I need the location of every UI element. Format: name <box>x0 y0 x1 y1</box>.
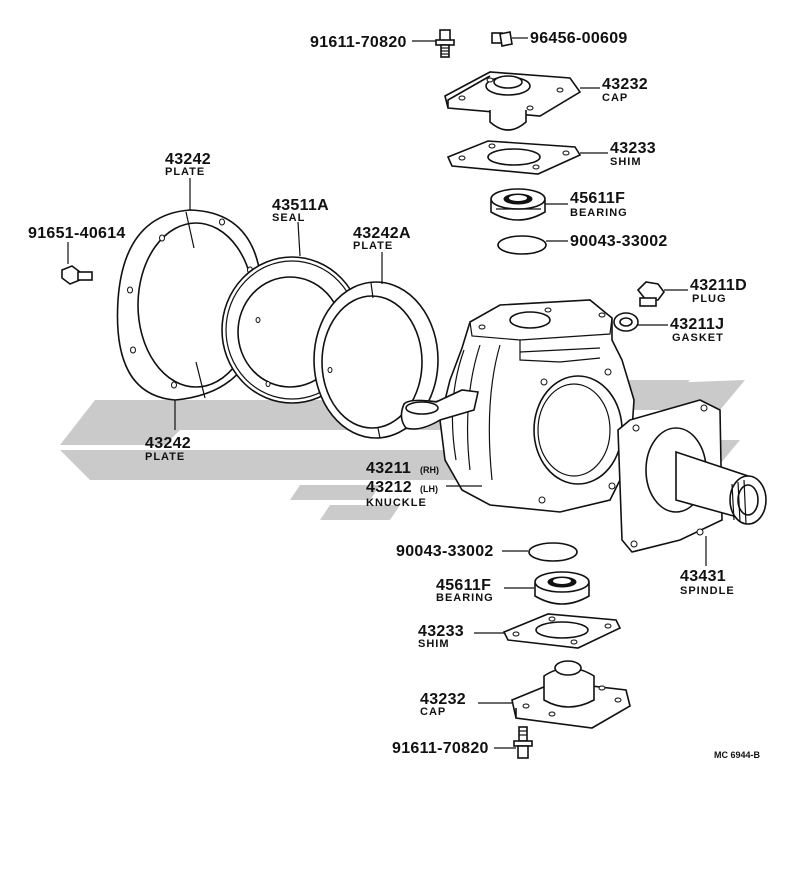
plate-bottom-part: 43242 <box>145 435 191 452</box>
plate-a-name: PLATE <box>353 240 393 252</box>
bolt-left <box>61 242 93 285</box>
gasket <box>613 312 668 332</box>
diagram-reference: MC 6944-B <box>714 750 761 760</box>
cap-bottom-part: 43232 <box>420 691 466 708</box>
seal-name: SEAL <box>272 212 305 224</box>
plate-a-part: 43242A <box>353 225 411 242</box>
ring-bottom <box>502 542 578 562</box>
bolt-top <box>412 29 455 58</box>
shim-bottom-name: SHIM <box>418 638 450 650</box>
plate-top-part: 43242 <box>165 151 211 168</box>
seal-part: 43511A <box>272 197 329 214</box>
shim-bottom <box>474 613 622 649</box>
knuckle <box>400 299 635 513</box>
gasket-part: 43211J <box>670 316 724 333</box>
spindle-name: SPINDLE <box>680 585 735 597</box>
cap-top-part: 43232 <box>602 76 648 93</box>
shim-top-name: SHIM <box>610 156 642 168</box>
cap-top <box>444 71 600 131</box>
gasket-name: GASKET <box>672 332 724 344</box>
bearing-bottom <box>504 571 590 605</box>
shim-top-part: 43233 <box>610 140 656 157</box>
shim-top <box>446 140 608 175</box>
shim-bottom-part: 43233 <box>418 623 464 640</box>
knuckle-part-rh: 43211 <box>366 460 411 477</box>
ring-top <box>497 235 568 255</box>
cap-bottom-name: CAP <box>420 706 446 718</box>
cap-bottom <box>478 660 631 729</box>
plug-part: 43211D <box>690 277 747 294</box>
spindle-part: 43431 <box>680 568 726 585</box>
plate-a <box>313 252 439 439</box>
bolt-bottom <box>494 726 533 759</box>
knuckle-part-lh: 43212 <box>366 479 412 496</box>
bearing-top <box>490 188 568 221</box>
plug-name: PLUG <box>692 293 727 305</box>
bearing-top-name: BEARING <box>570 207 628 219</box>
plate-bottom-name: PLATE <box>145 451 185 463</box>
bolt-left-label: 91651-40614 <box>28 225 126 242</box>
knuckle-suffix-lh: (LH) <box>420 484 438 494</box>
knuckle-suffix-rh: (RH) <box>420 465 439 475</box>
ring-bottom-label: 90043-33002 <box>396 543 494 560</box>
plate-top-name: PLATE <box>165 166 205 178</box>
bearing-top-part: 45611F <box>570 190 625 207</box>
knuckle-name: KNUCKLE <box>366 497 427 509</box>
spindle <box>617 399 767 566</box>
grease-fitting <box>491 31 528 47</box>
ring-top-label: 90043-33002 <box>570 233 668 250</box>
bearing-bottom-part: 45611F <box>436 577 491 594</box>
bearing-bottom-name: BEARING <box>436 592 494 604</box>
cap-top-name: CAP <box>602 92 628 104</box>
plug <box>636 281 688 307</box>
fitting-label: 96456-00609 <box>530 30 628 47</box>
bolt-top-label: 91611-70820 <box>310 34 407 51</box>
bolt-bottom-label: 91611-70820 <box>392 740 489 757</box>
